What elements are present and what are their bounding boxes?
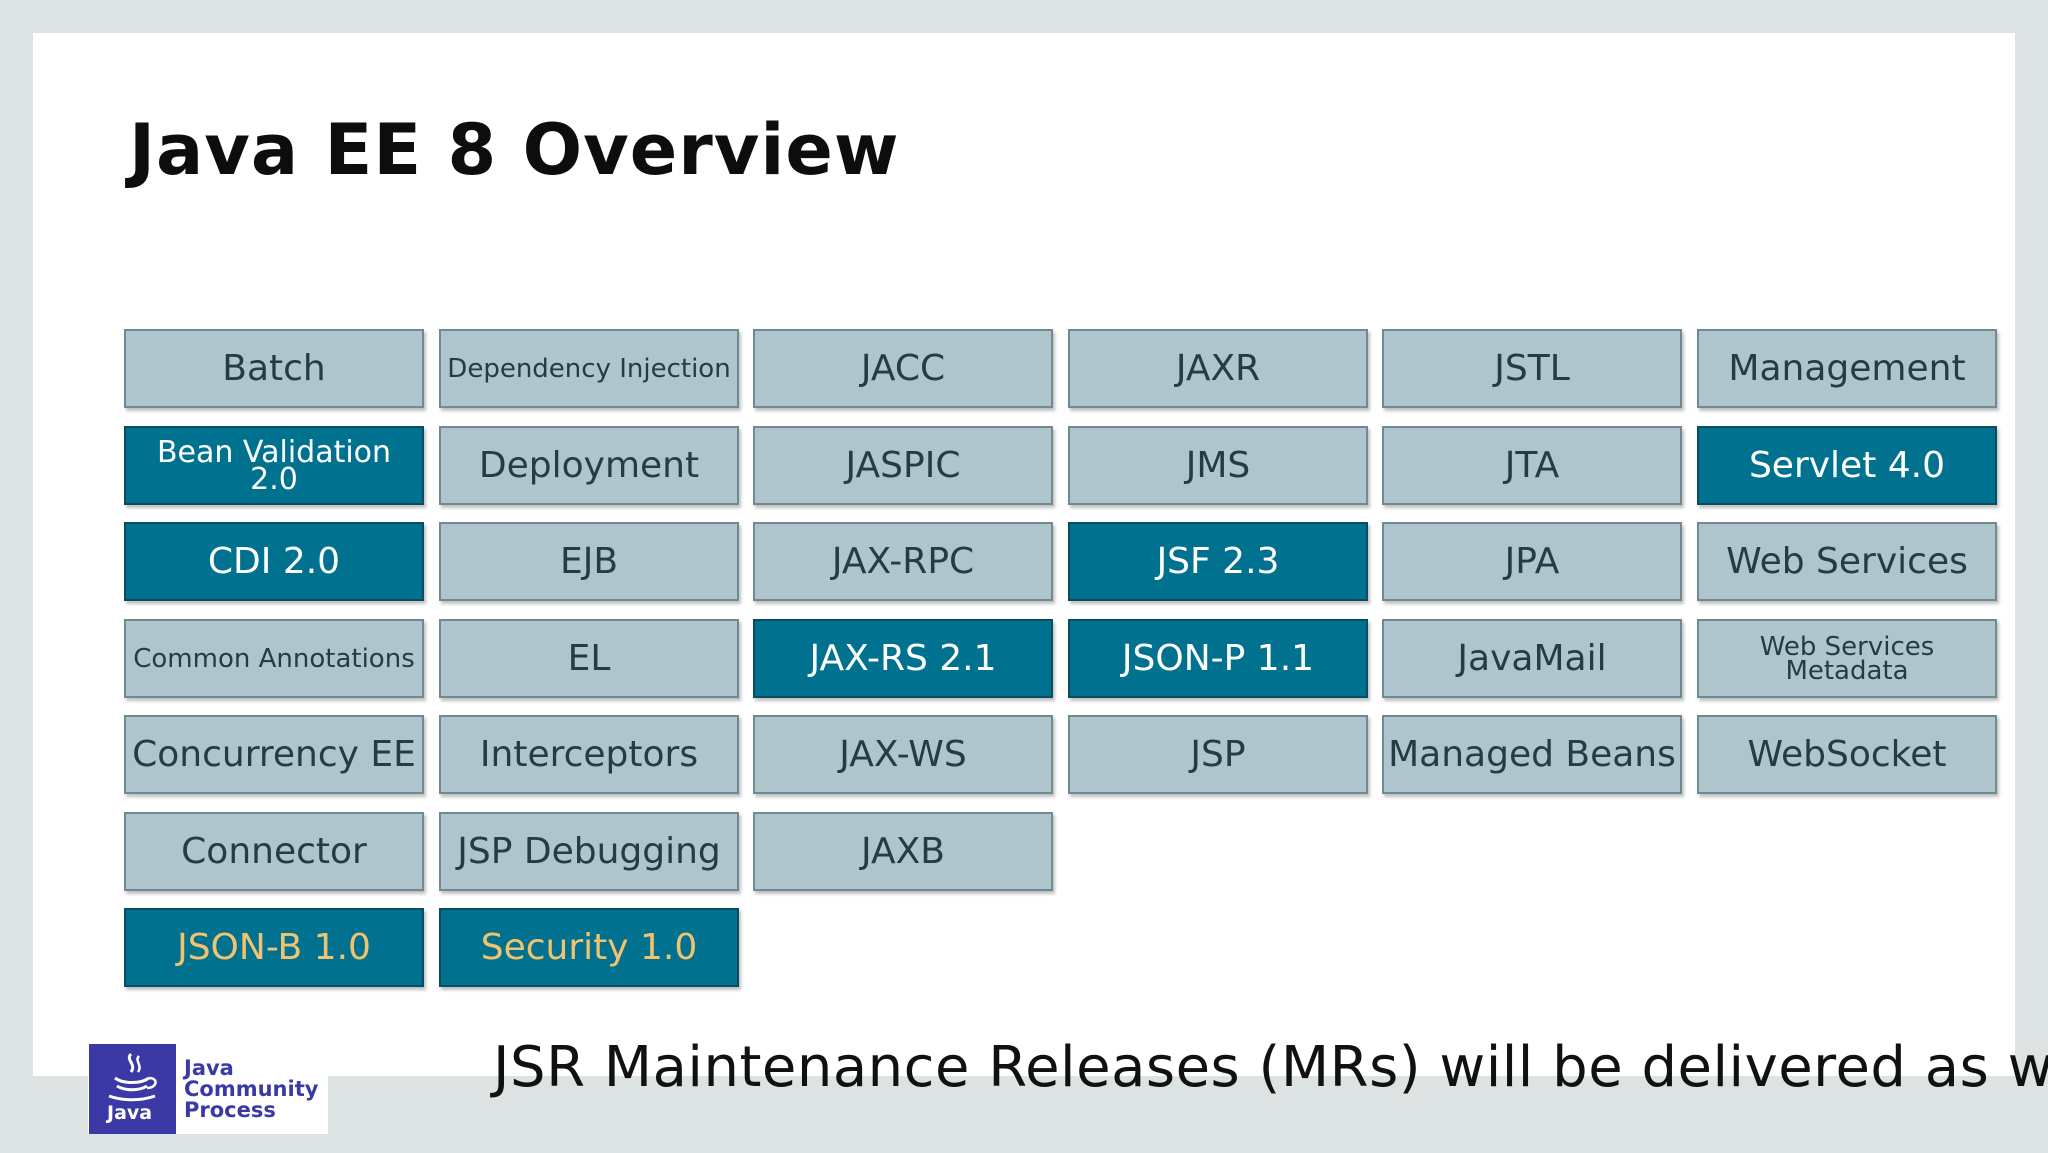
jcp-logo: Java Java Community Process: [88, 1044, 328, 1134]
spec-tile-batch: Batch: [124, 329, 424, 408]
spec-tile-web-services-metadata: Web Services Metadata: [1697, 619, 1997, 698]
spec-tile-jax-rpc: JAX-RPC: [753, 522, 1053, 601]
spec-tile-deployment: Deployment: [439, 426, 739, 505]
spec-tile-jaxr: JAXR: [1068, 329, 1368, 408]
logo-text-line: Community: [184, 1077, 319, 1101]
logo-text-line: Java: [184, 1056, 234, 1080]
spec-tile-cdi-2-0: CDI 2.0: [124, 522, 424, 601]
spec-tile-javamail: JavaMail: [1382, 619, 1682, 698]
spec-tile-jms: JMS: [1068, 426, 1368, 505]
spec-tile-jaxb: JAXB: [753, 812, 1053, 891]
spec-tile-management: Management: [1697, 329, 1997, 408]
spec-tile-jta: JTA: [1382, 426, 1682, 505]
spec-tile-jstl: JSTL: [1382, 329, 1682, 408]
logo-java-label: Java: [107, 1102, 153, 1124]
spec-tile-security-1-0: Security 1.0: [439, 908, 739, 987]
spec-tile-bean-validation-2-0: Bean Validation 2.0: [124, 426, 424, 505]
spec-tile-servlet-4-0: Servlet 4.0: [1697, 426, 1997, 505]
spec-tile-jsp: JSP: [1068, 715, 1368, 794]
spec-tile-json-b-1-0: JSON-B 1.0: [124, 908, 424, 987]
slide-title: Java EE 8 Overview: [129, 109, 900, 191]
spec-tile-ejb: EJB: [439, 522, 739, 601]
spec-tile-json-p-1-1: JSON-P 1.1: [1068, 619, 1368, 698]
spec-tile-jpa: JPA: [1382, 522, 1682, 601]
spec-tile-el: EL: [439, 619, 739, 698]
spec-tile-jax-rs-2-1: JAX-RS 2.1: [753, 619, 1053, 698]
java-logo-badge: Java: [89, 1044, 176, 1134]
spec-tile-jsp-debugging: JSP Debugging: [439, 812, 739, 891]
spec-tile-jaspic: JASPIC: [753, 426, 1053, 505]
maintenance-release-note: JSR Maintenance Releases (MRs) will be d…: [493, 1035, 2048, 1100]
spec-tile-dependency-injection: Dependency Injection: [439, 329, 739, 408]
spec-tile-jsf-2-3: JSF 2.3: [1068, 522, 1368, 601]
spec-tile-connector: Connector: [124, 812, 424, 891]
logo-text-line: Process: [184, 1098, 276, 1122]
spec-tile-managed-beans: Managed Beans: [1382, 715, 1682, 794]
logo-wordmark: Java Community Process: [184, 1058, 318, 1121]
spec-tile-common-annotations: Common Annotations: [124, 619, 424, 698]
spec-tile-websocket: WebSocket: [1697, 715, 1997, 794]
java-coffee-cup-icon: [108, 1052, 157, 1102]
spec-tile-interceptors: Interceptors: [439, 715, 739, 794]
spec-tile-concurrency-ee: Concurrency EE: [124, 715, 424, 794]
spec-tile-jacc: JACC: [753, 329, 1053, 408]
spec-tile-web-services: Web Services: [1697, 522, 1997, 601]
spec-tile-jax-ws: JAX-WS: [753, 715, 1053, 794]
